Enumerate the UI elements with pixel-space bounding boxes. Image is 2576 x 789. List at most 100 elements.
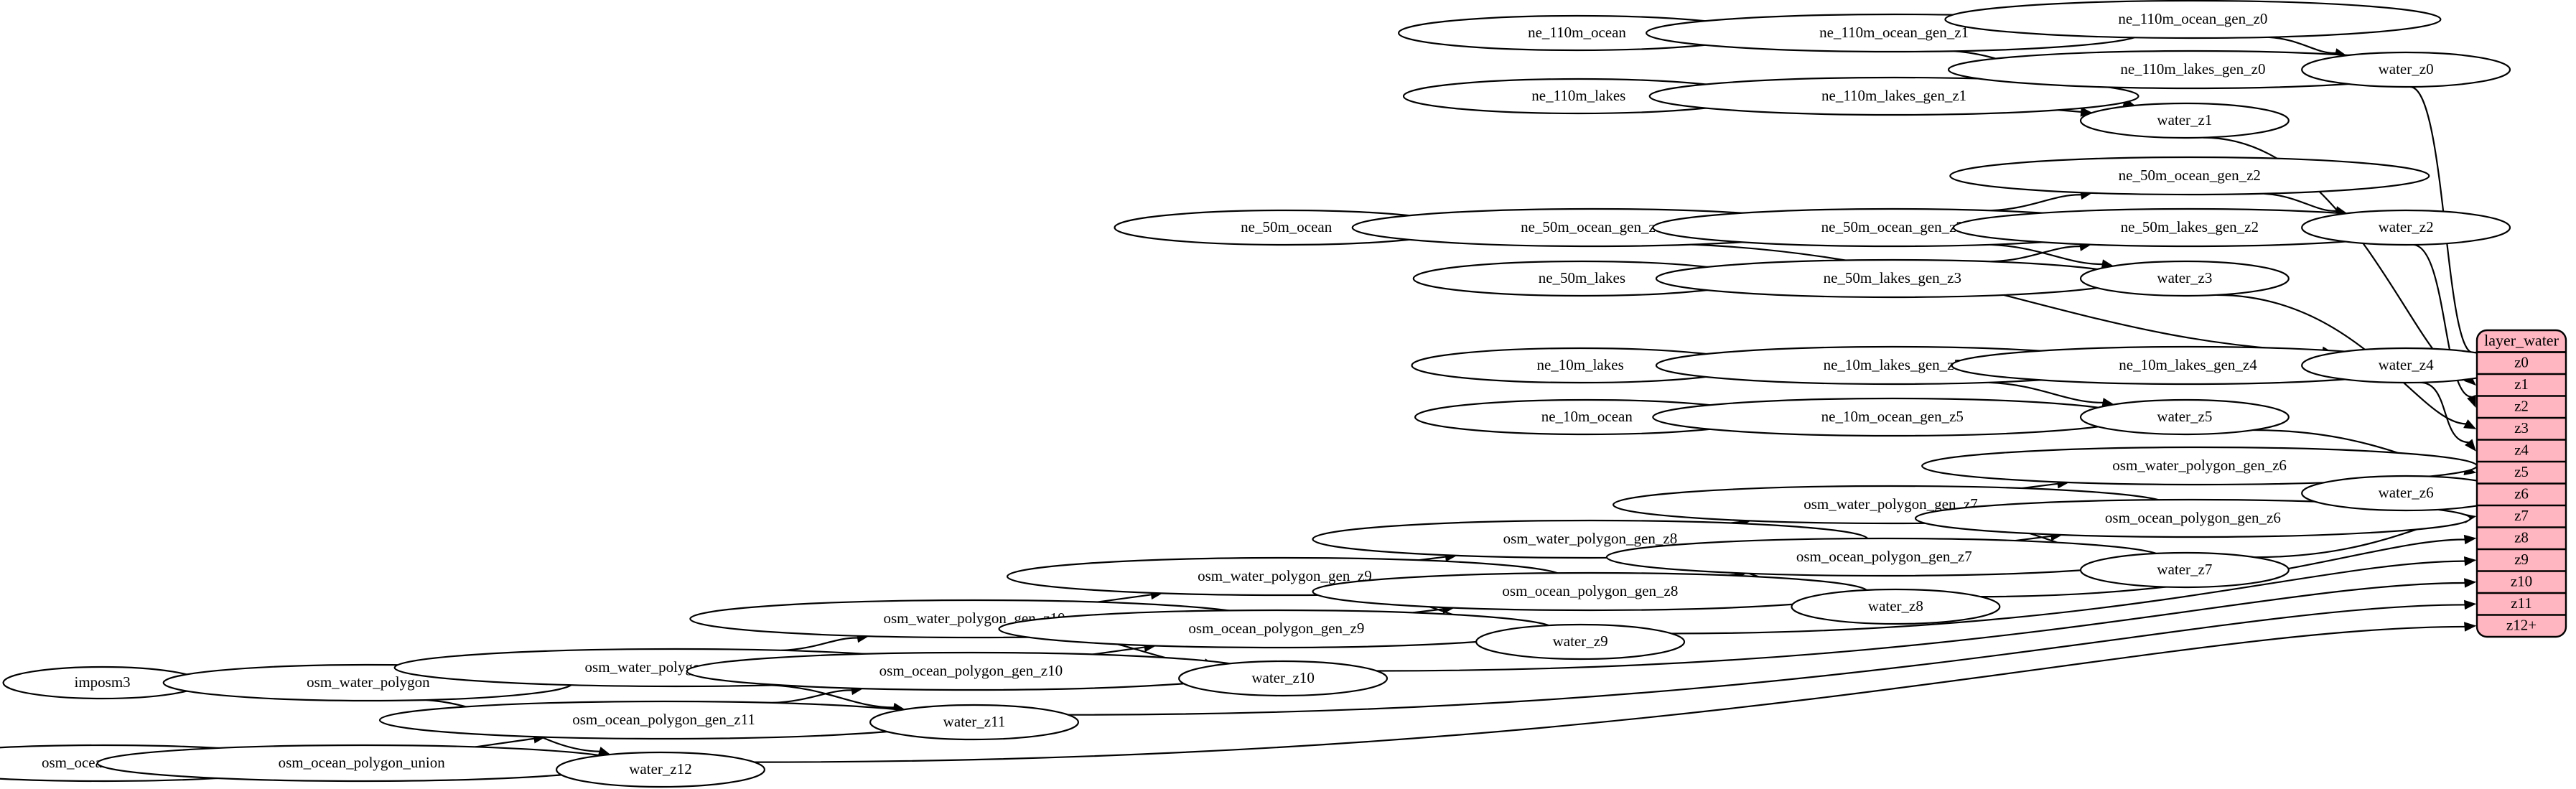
table-row-z0[interactable]: z0 bbox=[2514, 354, 2529, 371]
graph-node-water-z8[interactable]: water_z8 bbox=[1791, 588, 2001, 625]
table-row-z3[interactable]: z3 bbox=[2514, 419, 2529, 436]
graph-node-water-z10[interactable]: water_z10 bbox=[1178, 660, 1389, 697]
graph-edge-osm-ocean-polygon-gen-z7-to-osm-ocean-polygon-gen-z6 bbox=[2015, 535, 2052, 542]
table-row-z5[interactable]: z5 bbox=[2514, 463, 2529, 480]
graph-node-label: ne_50m_ocean bbox=[1241, 218, 1333, 235]
graph-node-osm-water-polygon-gen-z6[interactable]: osm_water_polygon_gen_z6 bbox=[1921, 446, 2478, 486]
graph-node-label: osm_water_polygon_gen_z8 bbox=[1503, 530, 1678, 547]
graph-node-osm-ocean-polygon-gen-z7[interactable]: osm_ocean_polygon_gen_z7 bbox=[1605, 537, 2162, 577]
graph-edge-ne-50m-ocean-gen-z3-to-water-z3 bbox=[1989, 243, 2103, 266]
table-row-z8[interactable]: z8 bbox=[2514, 529, 2529, 546]
table-row-z12plus[interactable]: z12+ bbox=[2506, 617, 2537, 634]
graph-node-osm-ocean-polygon-union[interactable]: osm_ocean_polygon_union bbox=[96, 744, 627, 783]
table-row-z11[interactable]: z11 bbox=[2511, 594, 2532, 612]
graph-edge-ne-50m-lakes-gen-z3-to-ne-50m-lakes-gen-z2 bbox=[1991, 246, 2081, 263]
graph-node-water-z4[interactable]: water_z4 bbox=[2301, 347, 2511, 384]
graph-node-ne-110m-lakes[interactable]: ne_110m_lakes bbox=[1402, 78, 1755, 115]
graph-node-water-z0[interactable]: water_z0 bbox=[2301, 51, 2511, 88]
graph-node-ne-110m-lakes-gen-z0[interactable]: ne_110m_lakes_gen_z0 bbox=[1947, 50, 2438, 90]
graph-node-water-z12[interactable]: water_z12 bbox=[555, 751, 765, 788]
graph-node-label: water_z11 bbox=[943, 713, 1006, 730]
graph-edge-water-z11-to-layer-water-z11 bbox=[1068, 604, 2465, 716]
graph-node-osm-ocean-polygon-gen-z9[interactable]: osm_ocean_polygon_gen_z9 bbox=[998, 609, 1555, 649]
edge-arrowhead bbox=[2464, 622, 2477, 632]
graph-node-label: water_z4 bbox=[2379, 356, 2434, 373]
graph-node-label: ne_110m_lakes_gen_z1 bbox=[1821, 87, 1966, 104]
edge-arrowhead bbox=[2464, 439, 2476, 452]
graph-edge-water-z9-to-layer-water-z9 bbox=[1671, 560, 2465, 635]
graph-node-water-z11[interactable]: water_z11 bbox=[869, 704, 1079, 741]
graph-edge-osm-ocean-polygon-gen-z10-to-osm-ocean-polygon-gen-z9 bbox=[1092, 646, 1145, 655]
graph-node-osm-ocean-polygon-gen-z6[interactable]: osm_ocean_polygon_gen_z6 bbox=[1914, 498, 2471, 538]
table-row-z9[interactable]: z9 bbox=[2514, 551, 2529, 568]
graph-node-osm-ocean-polygon-gen-z8[interactable]: osm_ocean_polygon_gen_z8 bbox=[1312, 571, 1869, 612]
table-row-z6[interactable]: z6 bbox=[2514, 485, 2529, 503]
graph-edge-ne-10m-lakes-gen-z5-to-water-z5 bbox=[1988, 381, 2104, 403]
graph-node-label: water_z12 bbox=[629, 760, 691, 778]
graph-node-label: ne_110m_lakes bbox=[1531, 87, 1625, 104]
graph-node-label: osm_ocean_polygon_gen_z11 bbox=[572, 711, 755, 728]
graph-edge-osm-water-polygon-gen-z10-to-osm-water-polygon-gen-z9 bbox=[1097, 594, 1152, 603]
graph-node-osm-ocean-polygon-gen-z10[interactable]: osm_ocean_polygon_gen_z10 bbox=[686, 651, 1256, 691]
edge-arrowhead bbox=[2464, 578, 2477, 588]
graph-node-label: water_z9 bbox=[1553, 632, 1608, 650]
graph-node-ne-50m-lakes[interactable]: ne_50m_lakes bbox=[1412, 260, 1752, 297]
graph-node-label: osm_ocean_polygon_gen_z10 bbox=[879, 662, 1063, 679]
edge-arrowhead bbox=[2463, 556, 2477, 566]
graph-node-water-z3[interactable]: water_z3 bbox=[2079, 260, 2290, 297]
graph-edge-ne-110m-ocean-gen-z0-to-water-z0 bbox=[2268, 36, 2336, 55]
graph-edge-ne-50m-ocean-gen-z4-to-water-z4 bbox=[1691, 243, 2323, 353]
edge-arrowhead bbox=[2463, 419, 2477, 429]
graph-node-label: water_z5 bbox=[2157, 408, 2212, 425]
graph-node-ne-110m-ocean[interactable]: ne_110m_ocean bbox=[1397, 14, 1756, 52]
graph-edge-water-z8-to-layer-water-z8 bbox=[1980, 538, 2465, 598]
graph-node-label: ne_10m_lakes_gen_z4 bbox=[2119, 356, 2257, 373]
graph-node-water-z1[interactable]: water_z1 bbox=[2079, 102, 2290, 139]
graph-node-imposm3[interactable]: imposm3 bbox=[2, 666, 202, 700]
graph-node-ne-10m-ocean-gen-z5[interactable]: ne_10m_ocean_gen_z5 bbox=[1652, 397, 2133, 437]
graph-node-label: water_z10 bbox=[1251, 669, 1314, 686]
graph-edge-water-z10-to-layer-water-z10 bbox=[1376, 582, 2465, 672]
graph-node-label: ne_110m_ocean_gen_z1 bbox=[1819, 24, 1969, 41]
edge-arrowhead bbox=[2464, 599, 2477, 610]
edge-arrowhead bbox=[2467, 394, 2476, 408]
graph-node-water-z6[interactable]: water_z6 bbox=[2301, 475, 2511, 512]
graph-node-water-z7[interactable]: water_z7 bbox=[2079, 551, 2290, 589]
graph-node-water-z2[interactable]: water_z2 bbox=[2301, 209, 2511, 246]
graph-edge-ne-50m-ocean-gen-z3-to-ne-50m-ocean-gen-z2 bbox=[1990, 194, 2081, 212]
table-row-z10[interactable]: z10 bbox=[2511, 573, 2532, 590]
graph-edge-osm-water-polygon-gen-z7-to-osm-water-polygon-gen-z6 bbox=[2021, 482, 2058, 490]
graph-node-ne-50m-ocean[interactable]: ne_50m_ocean bbox=[1114, 209, 1459, 246]
graph-node-label: osm_water_polygon_gen_z6 bbox=[2112, 457, 2287, 474]
table-row-z4[interactable]: z4 bbox=[2514, 442, 2529, 459]
table-row-z7[interactable]: z7 bbox=[2514, 507, 2529, 524]
graph-node-ne-10m-lakes[interactable]: ne_10m_lakes bbox=[1411, 347, 1750, 384]
graph-node-ne-50m-lakes-gen-z3[interactable]: ne_50m_lakes_gen_z3 bbox=[1655, 258, 2129, 299]
graph-node-label: osm_ocean_polygon_gen_z6 bbox=[2105, 509, 2281, 526]
graph-node-ne-110m-lakes-gen-z1[interactable]: ne_110m_lakes_gen_z1 bbox=[1648, 76, 2139, 116]
layer-water-table-header: layer_water bbox=[2484, 331, 2559, 349]
graph-node-osm-ocean-polygon-gen-z11[interactable]: osm_ocean_polygon_gen_z11 bbox=[378, 700, 949, 740]
graph-node-label: osm_ocean_polygon_gen_z7 bbox=[1796, 548, 1972, 565]
graph-node-water-z9[interactable]: water_z9 bbox=[1475, 623, 1686, 660]
graph-node-ne-110m-ocean-gen-z0[interactable]: ne_110m_ocean_gen_z0 bbox=[1944, 0, 2442, 39]
graph-edge-osm-ocean-polygon-gen-z11-to-osm-ocean-polygon-gen-z10 bbox=[772, 689, 852, 704]
graph-node-label: ne_50m_lakes_gen_z2 bbox=[2121, 218, 2259, 235]
graph-edge-osm-ocean-polygon-union-to-osm-ocean-polygon-gen-z11 bbox=[475, 737, 535, 748]
graph-edge-water-z2-to-layer-water-z2 bbox=[2412, 243, 2472, 398]
graph-node-label: ne_10m_lakes bbox=[1536, 356, 1623, 373]
graph-node-label: osm_water_polygon_gen_z9 bbox=[1198, 567, 1372, 584]
graph-node-label: osm_water_polygon bbox=[307, 673, 430, 691]
graph-node-ne-50m-ocean-gen-z2[interactable]: ne_50m_ocean_gen_z2 bbox=[1949, 156, 2430, 196]
graph-node-label: water_z7 bbox=[2157, 561, 2212, 578]
graph-node-label: ne_110m_ocean_gen_z0 bbox=[2118, 10, 2267, 27]
graph-node-water-z5[interactable]: water_z5 bbox=[2079, 398, 2290, 436]
graph-node-label: water_z2 bbox=[2379, 218, 2434, 235]
graph-node-label: water_z0 bbox=[2379, 60, 2434, 78]
table-row-z2[interactable]: z2 bbox=[2514, 398, 2529, 415]
table-row-z1[interactable]: z1 bbox=[2514, 375, 2529, 393]
graph-node-label: ne_110m_lakes_gen_z0 bbox=[2120, 60, 2265, 78]
graph-node-label: ne_10m_ocean bbox=[1541, 408, 1633, 425]
graph-node-label: ne_50m_ocean_gen_z3 bbox=[1821, 218, 1964, 235]
graph-node-label: water_z6 bbox=[2379, 484, 2434, 501]
